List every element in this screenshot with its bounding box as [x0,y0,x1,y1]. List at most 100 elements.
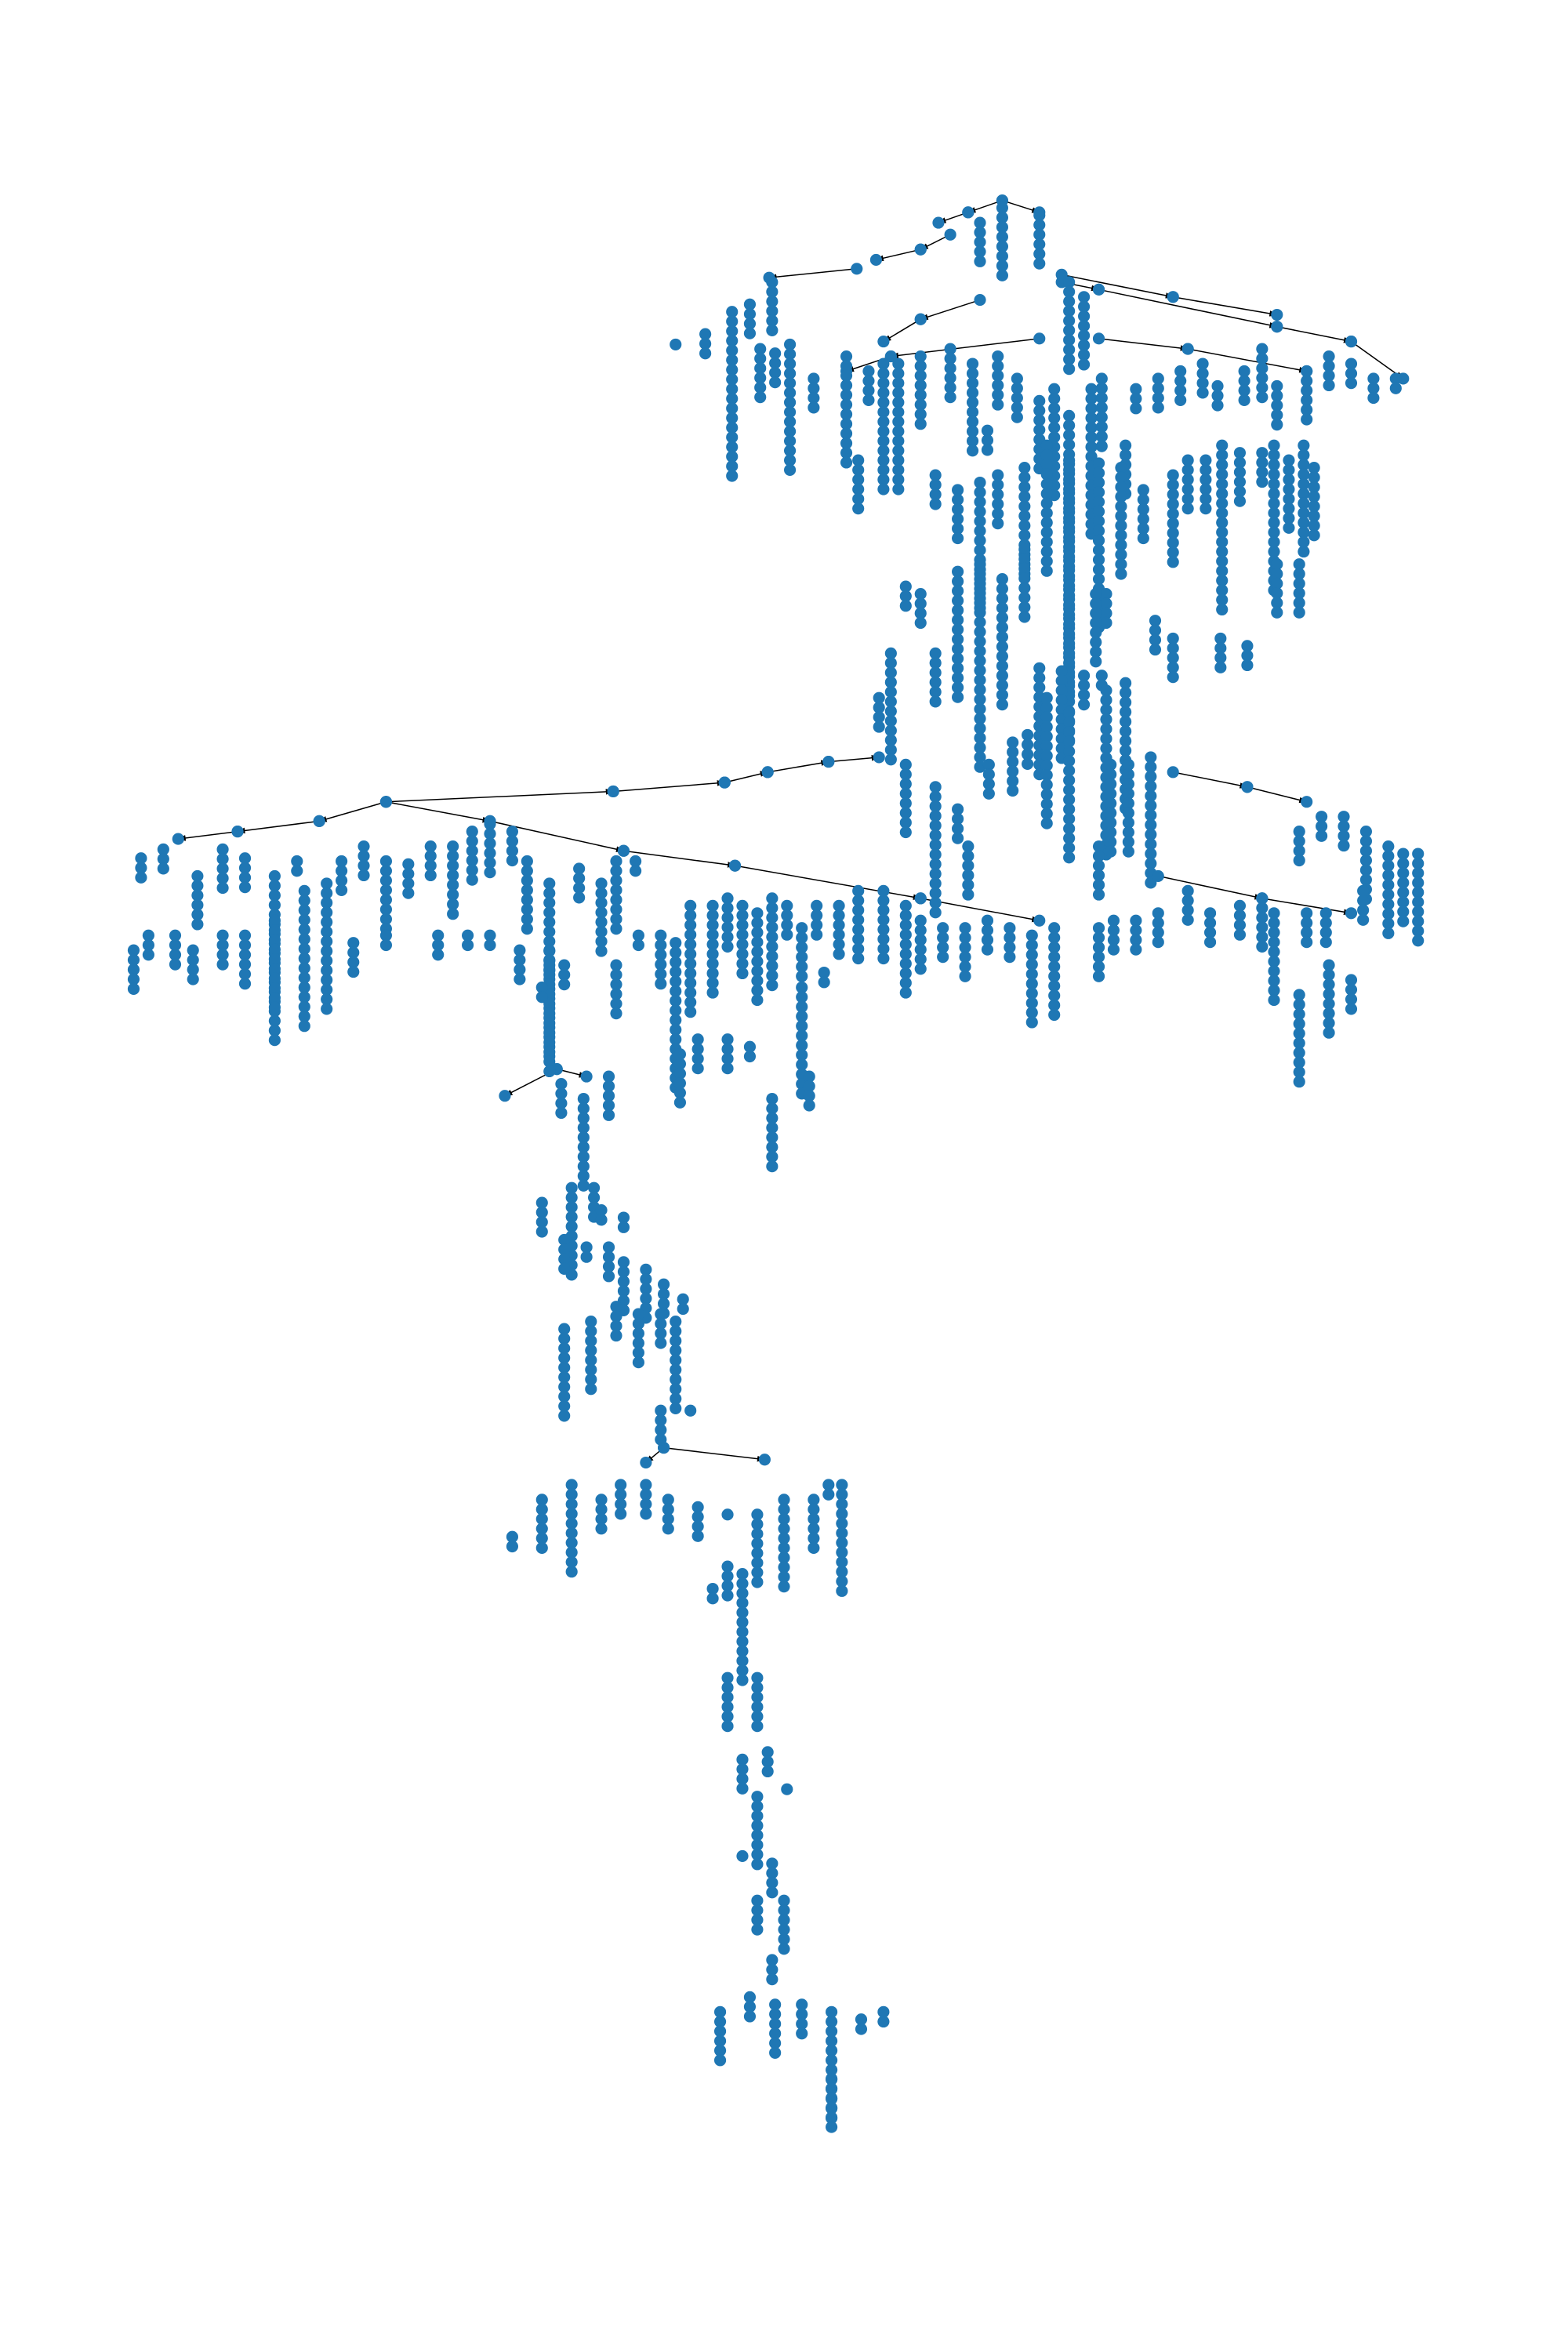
graph-node [610,968,622,981]
graph-node [565,1210,578,1223]
graph-node [743,1040,757,1053]
graph-node [543,896,556,909]
graph-node [766,1121,779,1134]
graph-node [1268,984,1280,996]
graph-node [615,1497,627,1511]
graph-node [992,398,1004,411]
graph-node [1078,329,1091,342]
graph-node [1092,951,1105,964]
graph-node [766,960,779,972]
graph-node [1090,588,1102,601]
graph-node [974,702,986,715]
graph-node [291,855,303,868]
graph-node [996,269,1008,281]
graph-node [1293,1056,1305,1069]
graph-node [216,853,229,866]
graph-node [981,434,994,447]
graph-node [877,913,890,926]
graph-node [1283,521,1295,534]
graph-node [1271,379,1283,392]
graph-node [1063,735,1076,748]
graph-node [610,1319,622,1332]
graph-node [1233,476,1247,488]
graph-node [751,1923,764,1936]
graph-node [1256,466,1269,478]
graph-node [929,877,942,890]
graph-node [996,573,1008,586]
graph-node [852,503,865,515]
graph-node [796,1029,808,1042]
graph-node [1293,989,1305,1001]
graph-node [1323,1007,1335,1020]
graph-node [1256,343,1269,355]
graph-node [1256,476,1269,488]
graph-node [899,787,912,800]
graph-node [580,1241,593,1254]
graph-node [1018,591,1031,604]
graph-node [558,1332,571,1345]
graph-node [1130,934,1142,946]
graph-node [1382,840,1395,853]
graph-node [766,921,779,934]
graph-node [726,335,739,347]
graph-node [1122,807,1134,819]
graph-node [808,1523,820,1535]
graph-node [1271,587,1283,600]
graph-node [713,2005,727,2018]
graph-node [721,940,734,953]
graph-node [992,507,1004,520]
graph-node [726,325,739,337]
graph-node [558,1361,571,1374]
graph-node [588,1181,601,1194]
graph-node [778,1914,790,1926]
graph-node [1216,448,1229,462]
graph-node [833,948,845,960]
graph-node [1092,515,1105,528]
graph-node [726,364,739,376]
graph-node [833,899,845,912]
graph-node [632,938,644,952]
graph-node [981,934,994,946]
graph-node [558,1243,571,1256]
graph-node [899,758,912,771]
graph-node [706,967,719,980]
graph-node [736,1753,749,1766]
graph-node [1196,377,1209,390]
graph-node [1382,879,1395,891]
graph-node [535,1494,548,1506]
graph-node [784,425,797,437]
graph-node [1200,454,1212,466]
graph-node [877,387,890,399]
graph-node [836,1526,848,1540]
graph-node [321,935,333,948]
graph-node [840,427,853,440]
graph-node [1048,412,1061,424]
graph-node [238,862,252,874]
graph-node [1122,836,1134,848]
graph-node [655,929,667,942]
graph-node [595,877,608,890]
graph-node [1216,506,1229,519]
graph-node [1181,913,1194,926]
graph-node [766,1160,779,1173]
graph-node [268,943,281,956]
graph-node [1293,597,1305,609]
graph-node [784,463,797,477]
graph-node [558,1399,571,1413]
graph-node [187,953,199,967]
graph-node [952,493,964,506]
graph-node [959,970,971,982]
graph-node [127,944,140,956]
graph-node [974,635,986,648]
graph-node [751,993,764,1007]
graph-node [1233,495,1247,507]
graph-node [796,1010,808,1022]
graph-node [321,906,333,919]
graph-node [1105,845,1117,858]
graph-node [840,437,853,449]
graph-node [1105,836,1117,848]
graph-node [1152,907,1164,920]
graph-node [1040,459,1053,471]
graph-node [535,1206,548,1218]
graph-node [585,1373,597,1386]
